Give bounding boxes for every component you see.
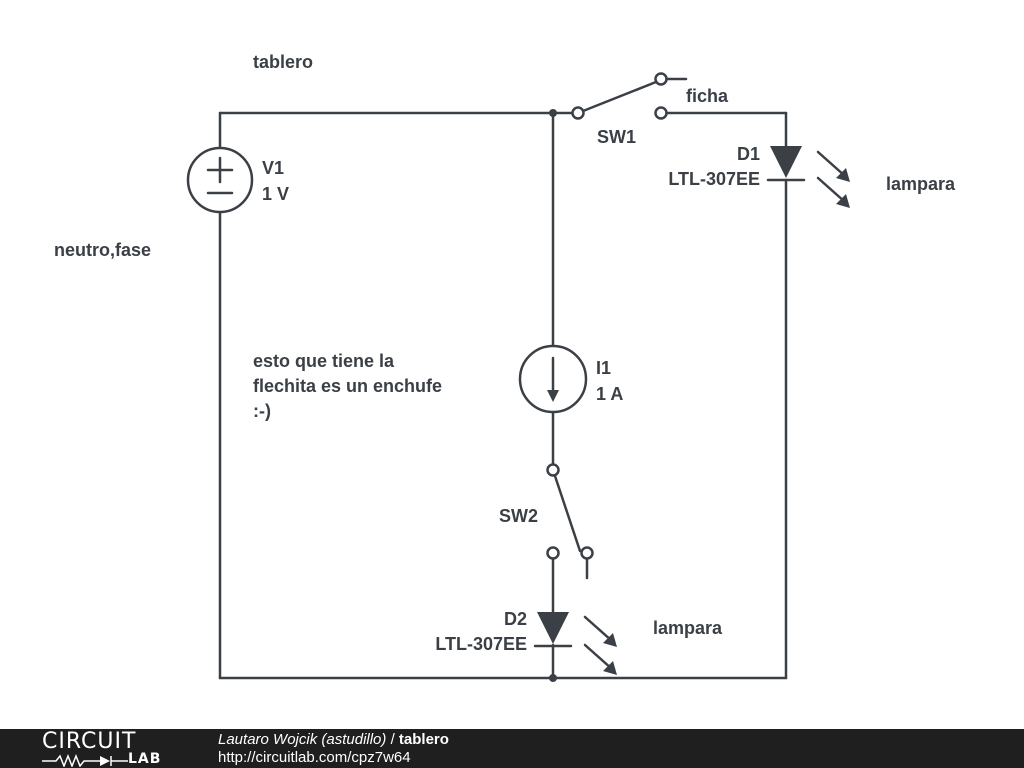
v1-value: 1 V [262, 184, 289, 204]
diagram-title-note: tablero [253, 52, 313, 72]
sw1-name: SW1 [597, 127, 636, 147]
current-source-i1[interactable]: I1 1 A [518, 344, 623, 414]
led-d1[interactable]: D1 LTL-307EE [668, 144, 850, 208]
lamp-label-top: lampara [886, 174, 956, 194]
led-d2[interactable]: D2 LTL-307EE [435, 609, 617, 675]
current-arrow-head [547, 390, 559, 402]
circuit-title-link[interactable]: tablero [398, 731, 449, 748]
sw1-lower-contact [654, 106, 668, 120]
wires [218, 109, 788, 682]
sw2-blade [551, 468, 582, 553]
plug-label: ficha [686, 86, 729, 106]
sw1-blade [576, 80, 658, 115]
logo-text-lab: LAB [128, 751, 162, 767]
circuitlab-logo[interactable]: CIRCUIT LAB [42, 731, 182, 767]
voltage-source-v1[interactable]: V1 1 V [186, 146, 289, 214]
plug-comment-line-2: flechita es un enchufe [253, 376, 442, 396]
author-link[interactable]: Lautaro Wojcik (astudillo) [218, 731, 387, 748]
annotations: tablero ficha lampara neutro,fase esto q… [54, 52, 956, 638]
i1-value: 1 A [596, 384, 623, 404]
d2-light-arrows [583, 615, 617, 675]
switch-sw2[interactable]: SW2 [499, 463, 594, 580]
circuit-url-link[interactable]: http://circuitlab.com/cpz7w64 [218, 749, 411, 766]
d1-light-arrows [816, 150, 850, 208]
d1-triangle [770, 146, 802, 178]
plug-comment-line-3: :-) [253, 401, 271, 421]
credit-separator: / [386, 731, 399, 748]
junction-top [549, 109, 557, 117]
d1-part: LTL-307EE [668, 169, 760, 189]
sw2-right-contact [580, 546, 594, 560]
sw1-upper-contact [654, 72, 668, 86]
logo-text-circuit: CIRCUIT [42, 729, 137, 754]
d2-name: D2 [504, 609, 527, 629]
sw2-name: SW2 [499, 506, 538, 526]
schematic-canvas: V1 1 V SW1 D1 LTL-307EE I1 1 A [54, 52, 956, 682]
logo-resistor-diode-icon [42, 753, 128, 767]
d2-part: LTL-307EE [435, 634, 527, 654]
sw1-pivot [571, 106, 585, 120]
plug-comment-line-1: esto que tiene la [253, 351, 395, 371]
neutral-phase-label: neutro,fase [54, 240, 151, 260]
sw2-pivot [546, 463, 560, 477]
junction-bottom [549, 674, 557, 682]
credit-line: Lautaro Wojcik (astudillo) / tablero [218, 731, 449, 749]
switch-sw1[interactable]: SW1 [571, 72, 688, 148]
v1-name: V1 [262, 158, 284, 178]
footer-bar: CIRCUIT LAB Lautaro Wojcik (astudillo) /… [0, 729, 1024, 768]
d2-triangle [537, 612, 569, 644]
d1-name: D1 [737, 144, 760, 164]
sw2-left-contact [546, 546, 560, 560]
lamp-label-bottom: lampara [653, 618, 723, 638]
i1-name: I1 [596, 358, 611, 378]
